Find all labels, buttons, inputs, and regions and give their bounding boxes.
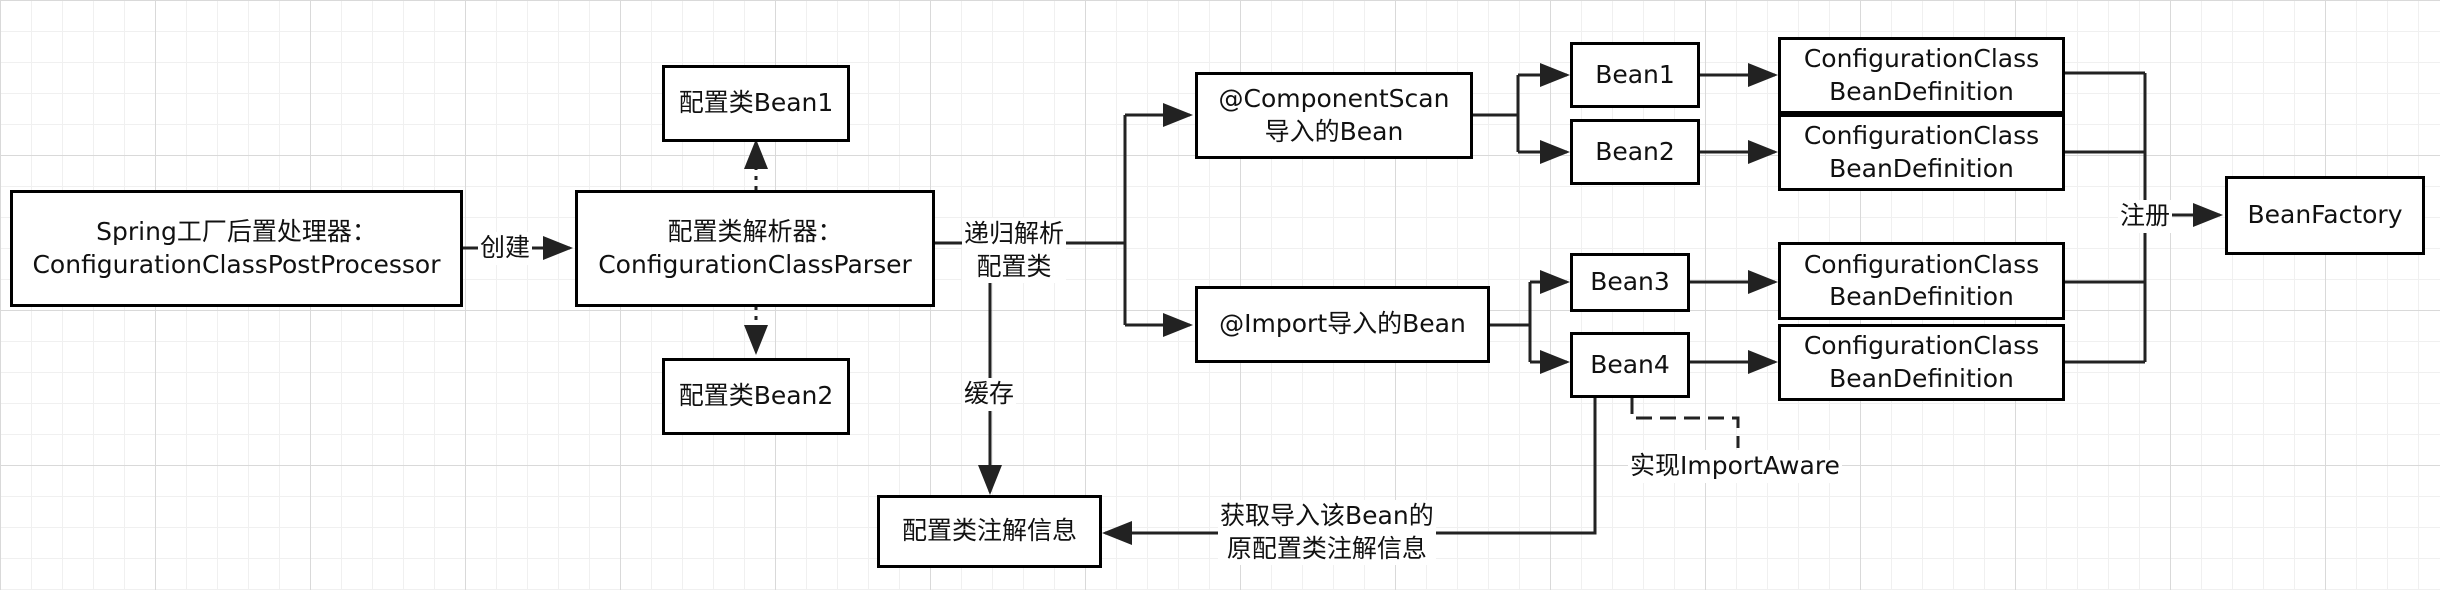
label-recursive-parse: 递归解析 配置类 [962, 218, 1067, 283]
import-bean-node: @Import导入的Bean [1195, 286, 1490, 363]
bean-factory-node: BeanFactory [2225, 176, 2425, 255]
bean4-node: Bean4 [1570, 332, 1690, 398]
config-class-parser-node: 配置类解析器：ConfigurationClassParser [575, 190, 935, 307]
label-create: 创建 [478, 232, 533, 265]
config-bean2-node: 配置类Bean2 [662, 358, 850, 435]
label-cache: 缓存 [962, 378, 1017, 411]
bean2-node: Bean2 [1570, 119, 1700, 185]
bean3-node: Bean3 [1570, 253, 1690, 312]
label-implements-import-aware: 实现ImportAware [1628, 450, 1842, 483]
post-processor-node: Spring工厂后置处理器：ConfigurationClassPostProc… [10, 190, 463, 307]
annotation-info-node: 配置类注解信息 [877, 495, 1102, 568]
bean1-node: Bean1 [1570, 42, 1700, 108]
label-get-annotation-info: 获取导入该Bean的 原配置类注解信息 [1218, 500, 1436, 565]
edge-import-aware [1630, 398, 1740, 448]
label-register: 注册 [2118, 200, 2173, 233]
config-bean1-node: 配置类Bean1 [662, 65, 850, 142]
